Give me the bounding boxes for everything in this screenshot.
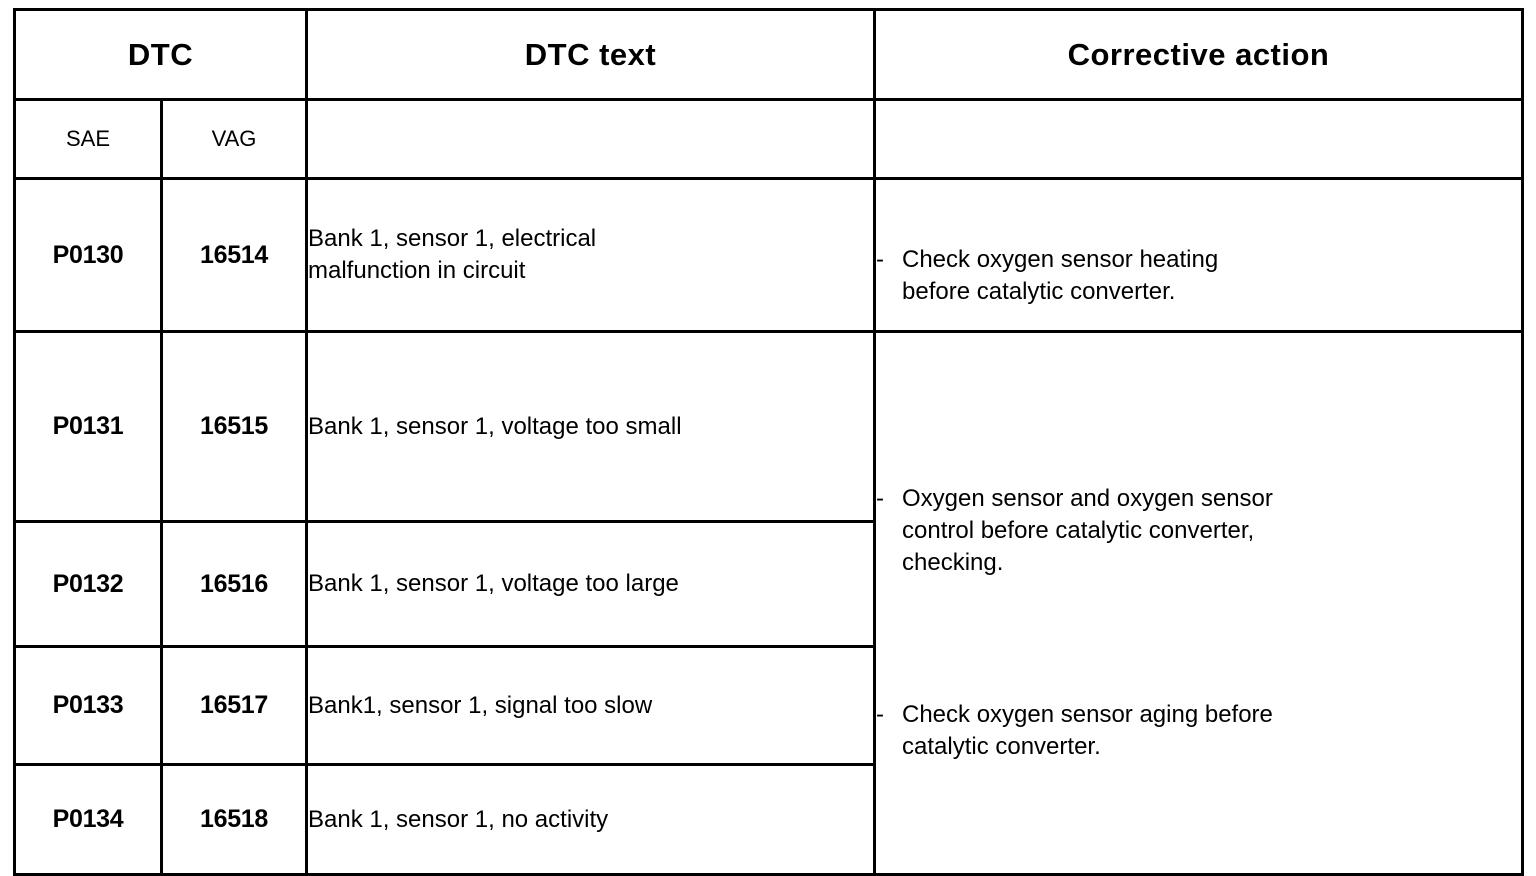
cell-vag-code: 16518 [160,763,308,876]
table-row: P0132 16516 Bank 1, sensor 1, voltage to… [13,520,1523,648]
table-header-row-primary: DTC DTC text Corrective action [13,8,1524,101]
table-row: P0131 16515 Bank 1, sensor 1, voltage to… [13,330,1524,876]
header-sae: SAE [13,98,163,180]
header-dtc-text-spacer [305,98,876,180]
cell-vag-code: 16516 [160,520,308,648]
cell-corrective-action-first: - Check oxygen sensor heating before cat… [873,177,1524,333]
cell-sae-code: P0130 [13,177,163,333]
dtc-table: DTC DTC text Corrective action SAE VAG P… [13,8,1524,876]
cell-dtc-text: Bank 1, sensor 1, no activity [305,763,876,876]
cell-dtc-text: Bank 1, sensor 1, voltage too large [305,520,876,648]
dash-bullet-icon: - [876,246,884,274]
table-header-row-secondary: SAE VAG [13,98,1524,180]
bullet-gap [876,579,1521,699]
cell-sae-code: P0134 [13,763,163,876]
header-corrective-action: Corrective action [873,8,1524,101]
bullet-list: - Check oxygen sensor heating before cat… [876,202,1521,308]
table-row: P0130 16514 Bank 1, sensor 1, electrical… [13,177,1524,333]
bullet-text: Check oxygen sensor aging before catalyt… [902,700,1273,760]
cell-sae-code: P0131 [13,330,163,523]
list-item: - Check oxygen sensor aging before catal… [876,699,1521,763]
bullet-text: Check oxygen sensor heating before catal… [902,246,1219,305]
header-dtc-text: DTC text [305,8,876,101]
dash-bullet-icon: - [876,700,884,728]
cell-dtc-text: Bank1, sensor 1, signal too slow [305,645,876,766]
bullet-text: Oxygen sensor and oxygen sensor control … [902,485,1273,577]
cell-dtc-text: Bank 1, sensor 1, electrical malfunction… [305,177,876,333]
table-row: P0134 16518 Bank 1, sensor 1, no activit… [13,763,1523,876]
cell-vag-code: 16515 [160,330,308,523]
cell-dtc-text: Bank 1, sensor 1, voltage too small [305,330,876,523]
cell-vag-code: 16517 [160,645,308,766]
table-row: P0133 16517 Bank1, sensor 1, signal too … [13,645,1523,766]
header-dtc-group: DTC [13,8,308,101]
dash-bullet-icon: - [876,485,884,513]
list-item: - Oxygen sensor and oxygen sensor contro… [876,483,1521,579]
header-corrective-action-spacer [873,98,1524,180]
header-vag: VAG [160,98,308,180]
cell-sae-code: P0133 [13,645,163,766]
list-item: - Check oxygen sensor heating before cat… [876,244,1521,308]
cell-vag-code: 16514 [160,177,308,333]
cell-sae-code: P0132 [13,520,163,648]
bullet-list: - Oxygen sensor and oxygen sensor contro… [876,443,1521,763]
cell-corrective-action-merged: - Oxygen sensor and oxygen sensor contro… [873,330,1524,876]
